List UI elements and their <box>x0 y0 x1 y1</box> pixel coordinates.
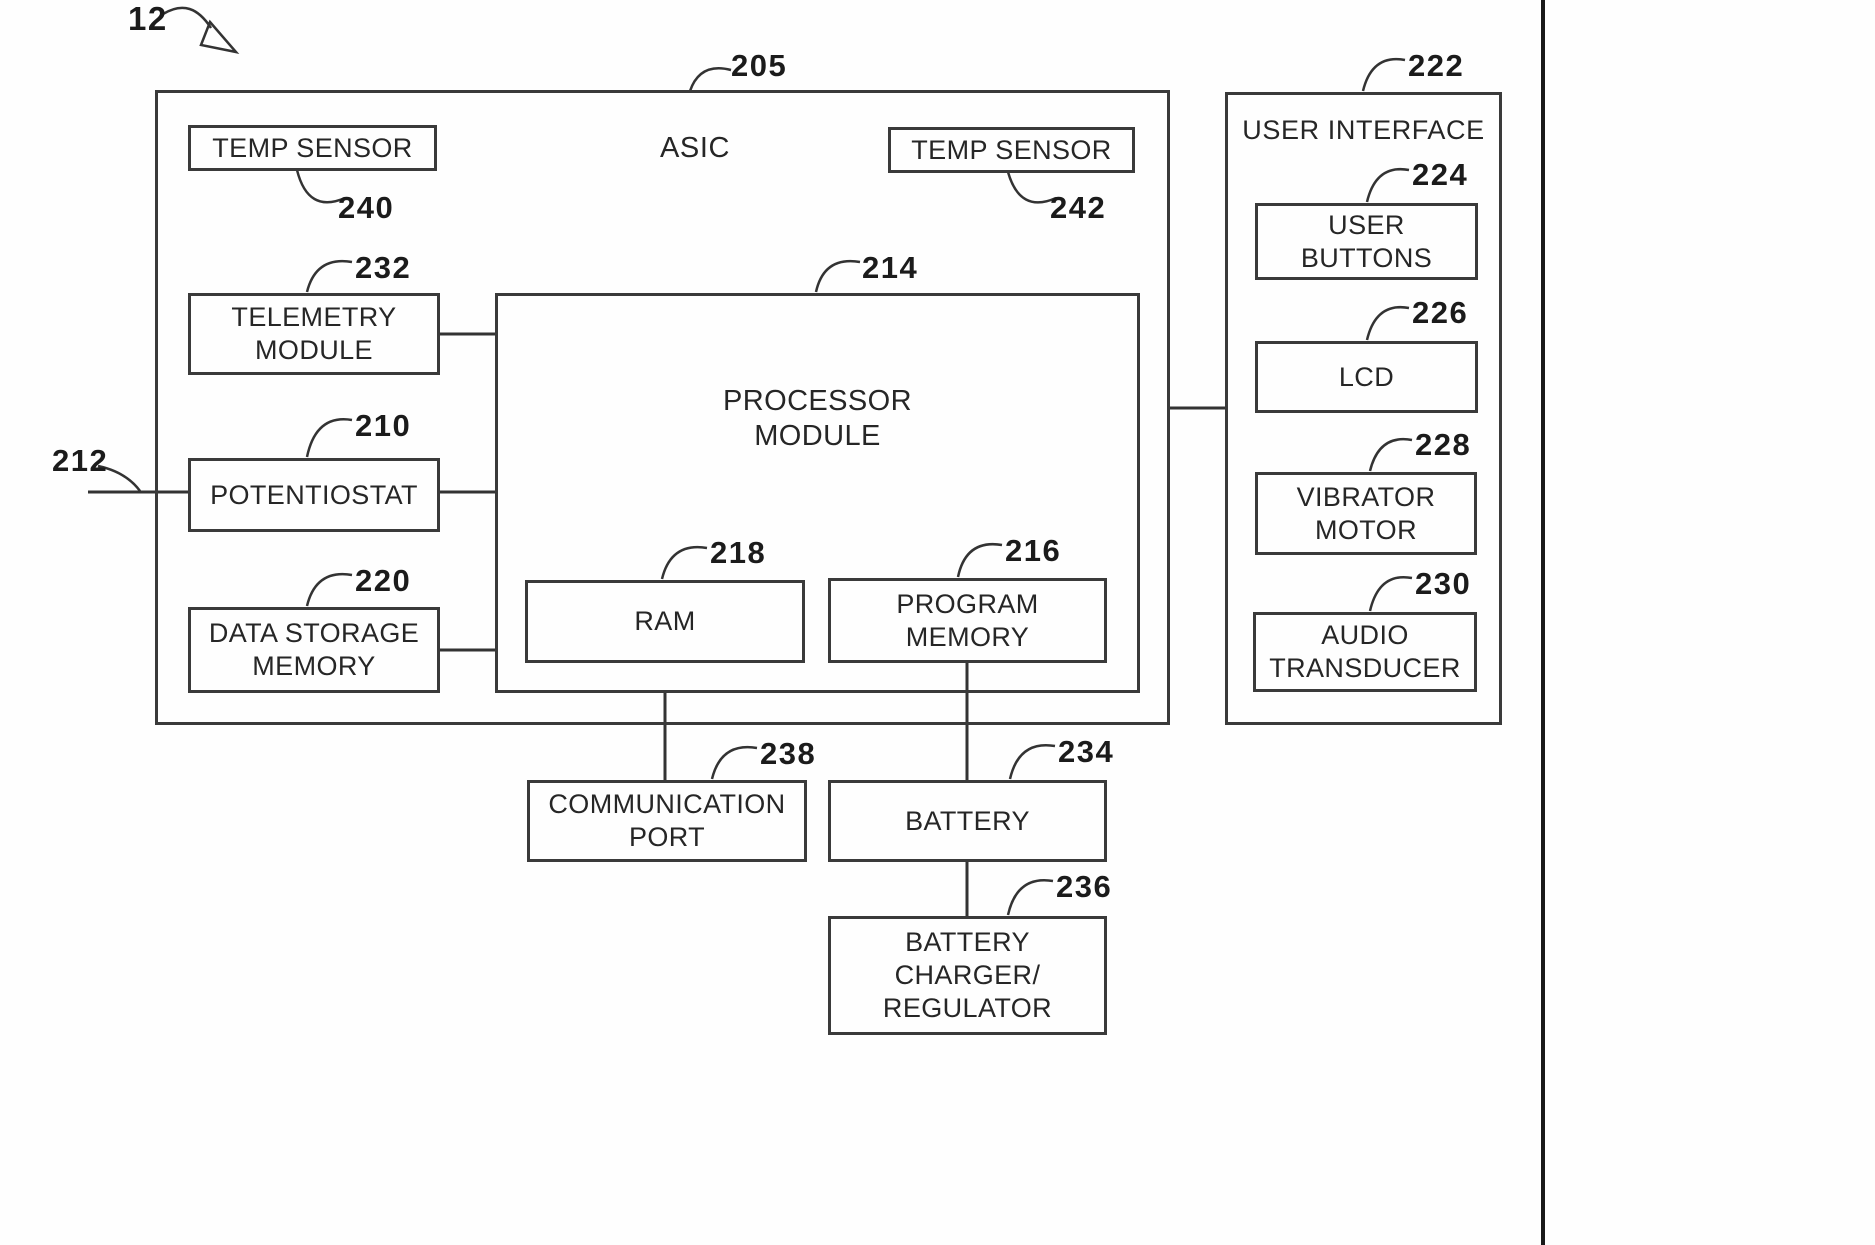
ref-238: 238 <box>760 736 817 771</box>
battery-charger-regulator-box: BATTERY CHARGER/ REGULATOR <box>828 916 1107 1035</box>
leader-205 <box>688 67 732 92</box>
user-interface-title: USER INTERFACE <box>1242 115 1485 145</box>
potentiostat-box: POTENTIOSTAT <box>188 458 440 532</box>
ram-box: RAM <box>525 580 805 663</box>
ref-242: 242 <box>1050 190 1107 225</box>
leader-218 <box>660 545 708 580</box>
leader-220 <box>305 572 353 607</box>
leader-224 <box>1365 167 1410 203</box>
ref-220: 220 <box>355 563 412 598</box>
leader-238 <box>710 745 758 780</box>
temp-sensor-right-box: TEMP SENSOR <box>888 127 1135 173</box>
ref-234: 234 <box>1058 734 1115 769</box>
ref-240: 240 <box>338 190 395 225</box>
telemetry-module-box: TELEMETRY MODULE <box>188 293 440 375</box>
ref-214: 214 <box>862 250 919 285</box>
processor-module-box: PROCESSOR MODULE <box>495 293 1140 693</box>
ref-205: 205 <box>731 48 788 83</box>
leader-226 <box>1365 305 1410 341</box>
lcd-box: LCD <box>1255 341 1478 413</box>
leader-240 <box>295 169 346 204</box>
leader-210 <box>305 418 353 458</box>
data-storage-memory-box: DATA STORAGE MEMORY <box>188 607 440 693</box>
battery-box: BATTERY <box>828 780 1107 862</box>
ref-232: 232 <box>355 250 412 285</box>
audio-transducer-box: AUDIO TRANSDUCER <box>1253 612 1477 692</box>
user-buttons-box: USER BUTTONS <box>1255 203 1478 280</box>
leader-230 <box>1368 575 1413 612</box>
vibrator-motor-box: VIBRATOR MOTOR <box>1255 472 1477 555</box>
temp-sensor-left-box: TEMP SENSOR <box>188 125 437 171</box>
leader-232 <box>305 259 353 293</box>
ref-230: 230 <box>1415 566 1472 601</box>
leader-236 <box>1006 878 1054 916</box>
asic-title: ASIC <box>659 132 731 164</box>
leader-234 <box>1008 743 1056 780</box>
figure-ref: 12 <box>128 0 168 37</box>
ref-236: 236 <box>1056 869 1113 904</box>
user-interface-frame <box>1225 92 1502 725</box>
leader-228 <box>1368 437 1413 472</box>
asic-frame <box>155 90 1170 725</box>
ref-212: 212 <box>52 443 109 478</box>
communication-port-box: COMMUNICATION PORT <box>527 780 807 862</box>
ref-224: 224 <box>1412 157 1469 192</box>
leader-fig-12 <box>162 6 213 29</box>
leader-222 <box>1361 57 1406 92</box>
ref-216: 216 <box>1005 533 1062 568</box>
leader-242 <box>1006 171 1057 204</box>
ref-228: 228 <box>1415 427 1472 462</box>
fig-12-arrowhead-icon <box>199 19 240 54</box>
program-memory-box: PROGRAM MEMORY <box>828 578 1107 663</box>
leader-214 <box>814 259 861 293</box>
ref-210: 210 <box>355 408 412 443</box>
ref-218: 218 <box>710 535 767 570</box>
leader-212 <box>97 464 142 492</box>
ref-222: 222 <box>1408 48 1465 83</box>
ref-226: 226 <box>1412 295 1469 330</box>
leader-216 <box>956 542 1003 578</box>
